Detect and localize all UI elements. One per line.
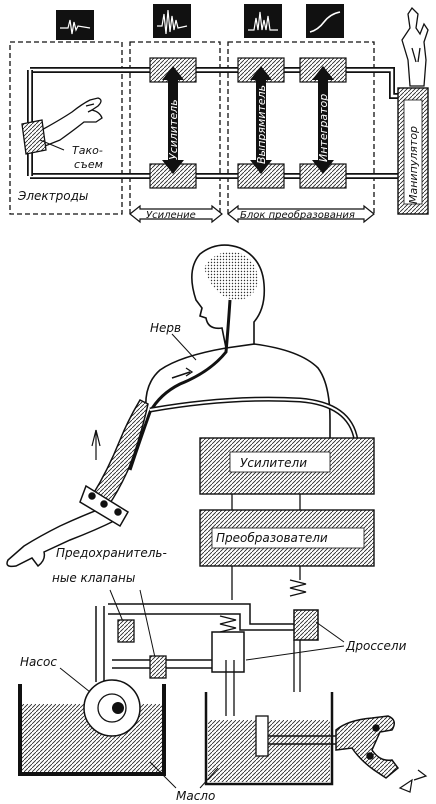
- converters-label: Преобразователи: [216, 531, 328, 545]
- hydraulic-circuit: [95, 603, 319, 682]
- conversion-frame: [227, 41, 375, 215]
- safety-valve-2: [149, 655, 167, 679]
- takosem-label-2: съем: [74, 158, 103, 171]
- oil-tank: [18, 684, 166, 776]
- amplification-arrow: Усиление: [129, 204, 223, 224]
- signal-screen-integrated: [306, 4, 344, 38]
- amplifier-label: Усилитель: [167, 99, 180, 160]
- manipulator-label: Манипулятор: [407, 126, 420, 204]
- upper-conductor: [30, 67, 404, 99]
- head-icon: [191, 244, 266, 349]
- conversion-arrow: Блок преобразования: [227, 204, 375, 224]
- nerve-line: [128, 299, 232, 471]
- signal-screen-amplified: [153, 4, 191, 38]
- amplification-label: Усиление: [146, 210, 196, 221]
- safety-valve-1: [117, 619, 135, 643]
- mechanical-hand-icon: [335, 715, 400, 779]
- rectifier-label: Выпрямитель: [255, 85, 268, 164]
- upper-conductor-inner: [30, 68, 404, 98]
- electrodes-label: Электроды: [17, 189, 88, 203]
- electrodes-frame: [9, 41, 123, 215]
- amplifier-arrow: Усилитель: [162, 66, 184, 174]
- throttles-label: Дроссели: [345, 639, 407, 653]
- cylinder-tank: [204, 692, 334, 786]
- amplifiers-label: Усилители: [240, 456, 307, 470]
- robot-hand-icon: [401, 6, 429, 87]
- safety-valves-label-1: Предохранитель-: [56, 546, 167, 560]
- pump-label: Насос: [20, 655, 57, 669]
- signal-screen-rectified: [244, 4, 282, 38]
- bottom-illustration: Нерв Усилители Преобразователи Предохран…: [6, 244, 428, 803]
- conversion-label: Блок преобразования: [240, 209, 355, 221]
- forearm-icon: [21, 97, 103, 155]
- top-block-diagram: Усилитель Выпрямитель Интегратор Манипул…: [9, 4, 429, 224]
- piston: [255, 715, 269, 757]
- safety-valves-label-2: ные клапаны: [52, 571, 135, 585]
- integrator-arrow: Интегратор: [312, 66, 334, 174]
- integrator-label: Интегратор: [317, 94, 330, 162]
- signal-screen-raw: [56, 10, 94, 40]
- rectifier-arrow: Выпрямитель: [250, 66, 272, 174]
- nerve-label: Нерв: [150, 321, 181, 335]
- oil-label: Масло: [176, 789, 215, 803]
- arm-prosthesis: [6, 399, 149, 568]
- takosem-label-1: Тако-: [72, 144, 103, 157]
- spring-2: [289, 579, 307, 597]
- spring-1: [219, 615, 237, 633]
